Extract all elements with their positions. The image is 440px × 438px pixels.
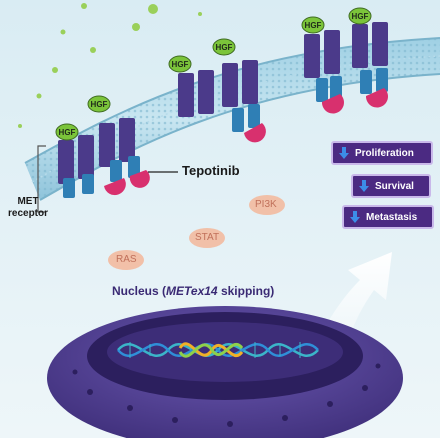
met-receptor-5 bbox=[301, 16, 344, 114]
met-receptor-label-line1: MET bbox=[17, 196, 39, 207]
met-receptor-6 bbox=[348, 7, 388, 108]
ras-label: RAS bbox=[116, 254, 137, 265]
nucleus-label-suffix: skipping) bbox=[217, 284, 275, 298]
effect-metastasis: Metastasis bbox=[342, 205, 434, 229]
down-arrow-icon bbox=[350, 211, 360, 223]
effect-label: Metastasis bbox=[366, 211, 418, 223]
met-receptor-2 bbox=[87, 95, 150, 196]
ras-blob bbox=[108, 250, 144, 270]
met-receptor-label-line2: receptor bbox=[8, 208, 49, 219]
dna-helix bbox=[117, 342, 319, 358]
hgf-label: HGF bbox=[305, 21, 322, 30]
tepotinib-label: Tepotinib bbox=[182, 163, 240, 178]
hgf-particles bbox=[18, 3, 202, 128]
effect-survival: Survival bbox=[351, 174, 431, 198]
hgf-label: HGF bbox=[216, 43, 233, 52]
hgf-label: HGF bbox=[59, 128, 76, 137]
down-arrow-icon bbox=[359, 180, 369, 192]
effect-proliferation: Proliferation bbox=[331, 141, 433, 165]
down-arrow-icon bbox=[339, 147, 349, 159]
met-receptor-label: MET receptor bbox=[8, 196, 48, 220]
hgf-label: HGF bbox=[352, 12, 369, 21]
pi3k-blob bbox=[249, 195, 285, 215]
hgf-label: HGF bbox=[172, 60, 189, 69]
nucleus-label-italic: METex14 bbox=[166, 284, 218, 298]
nucleus-label-prefix: Nucleus ( bbox=[112, 284, 167, 298]
stat-blob bbox=[189, 228, 225, 248]
stat-label: STAT bbox=[195, 232, 220, 243]
receptor-bracket bbox=[37, 145, 46, 213]
nucleus-label: Nucleus (METex14 skipping) bbox=[112, 284, 274, 298]
hgf-label: HGF bbox=[91, 100, 108, 109]
pi3k-label: PI3K bbox=[255, 199, 277, 210]
effect-label: Proliferation bbox=[355, 147, 414, 159]
met-receptor-4 bbox=[212, 38, 266, 143]
met-receptor-3 bbox=[168, 55, 214, 117]
effect-label: Survival bbox=[375, 180, 414, 192]
met-receptor-1 bbox=[55, 123, 94, 198]
